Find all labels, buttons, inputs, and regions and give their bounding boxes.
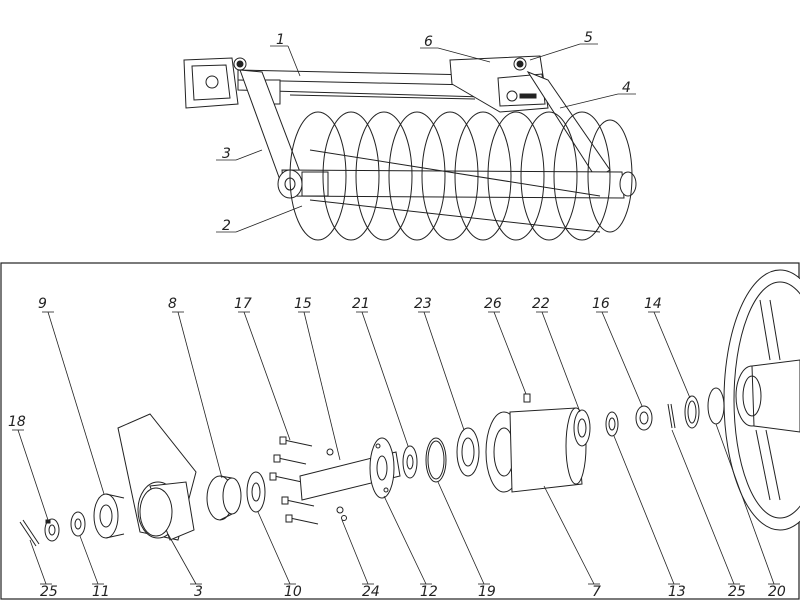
callout-2: 2 [222, 218, 231, 234]
part-cotter-pin-right [667, 403, 676, 429]
callout-23: 23 [414, 296, 432, 312]
top-leader-lines [216, 43, 636, 233]
part-bolts [269, 436, 319, 525]
part-arm-hub [117, 413, 197, 541]
part-washer-11 [70, 511, 86, 537]
part-bushing [206, 475, 242, 521]
callout-13: 13 [668, 584, 686, 600]
callout-24: 24 [362, 584, 380, 600]
callout-18: 18 [8, 414, 26, 430]
callout-1: 1 [276, 32, 285, 48]
callout-11: 11 [92, 584, 110, 600]
callout-10: 10 [284, 584, 302, 600]
part-bearing-22 [573, 409, 591, 447]
part-axle-shaft [299, 437, 401, 501]
callout-20: 20 [768, 584, 786, 600]
callout-3-detail: 3 [194, 584, 203, 600]
callout-14: 14 [644, 296, 662, 312]
right-mount-bracket [449, 55, 549, 113]
part-bearing-housing [485, 407, 587, 493]
callout-17: 17 [234, 296, 252, 312]
part-spacer [402, 445, 418, 479]
part-snap-ring-20 [707, 387, 725, 425]
part-grease-nipple [523, 393, 531, 403]
part-castle-nut-16 [635, 405, 653, 431]
part-washer-14 [684, 395, 700, 429]
callout-3: 3 [222, 146, 231, 162]
part-cotter-pin-left [19, 519, 40, 547]
callout-19: 19 [478, 584, 496, 600]
part-washer-10 [246, 471, 266, 513]
detail-leader-lines [12, 311, 780, 585]
callout-22: 22 [532, 296, 550, 312]
part-washer-13 [605, 411, 619, 437]
callout-15: 15 [294, 296, 312, 312]
callout-25-left: 25 [40, 584, 58, 600]
part-bearing-23 [456, 427, 480, 477]
right-arm [526, 70, 611, 179]
callout-9: 9 [38, 296, 47, 312]
callout-8: 8 [168, 296, 177, 312]
callout-4: 4 [622, 80, 631, 96]
part-castle-nut [44, 518, 60, 542]
assembly-overview: 1 2 3 4 5 6 [183, 30, 637, 241]
callout-26: 26 [484, 296, 502, 312]
spiral-coils [289, 111, 633, 241]
callout-5: 5 [584, 30, 593, 46]
callout-6: 6 [424, 34, 433, 50]
roller-shaft [277, 169, 637, 199]
part-cone-ring [93, 493, 125, 539]
callout-7: 7 [592, 584, 601, 600]
callout-12: 12 [420, 584, 438, 600]
callout-16: 16 [592, 296, 610, 312]
part-snap-ring-19 [425, 437, 447, 483]
exploded-parts [19, 269, 800, 547]
callout-25-right: 25 [728, 584, 746, 600]
callout-21: 21 [352, 296, 370, 312]
part-spiral-wheel [723, 269, 800, 531]
